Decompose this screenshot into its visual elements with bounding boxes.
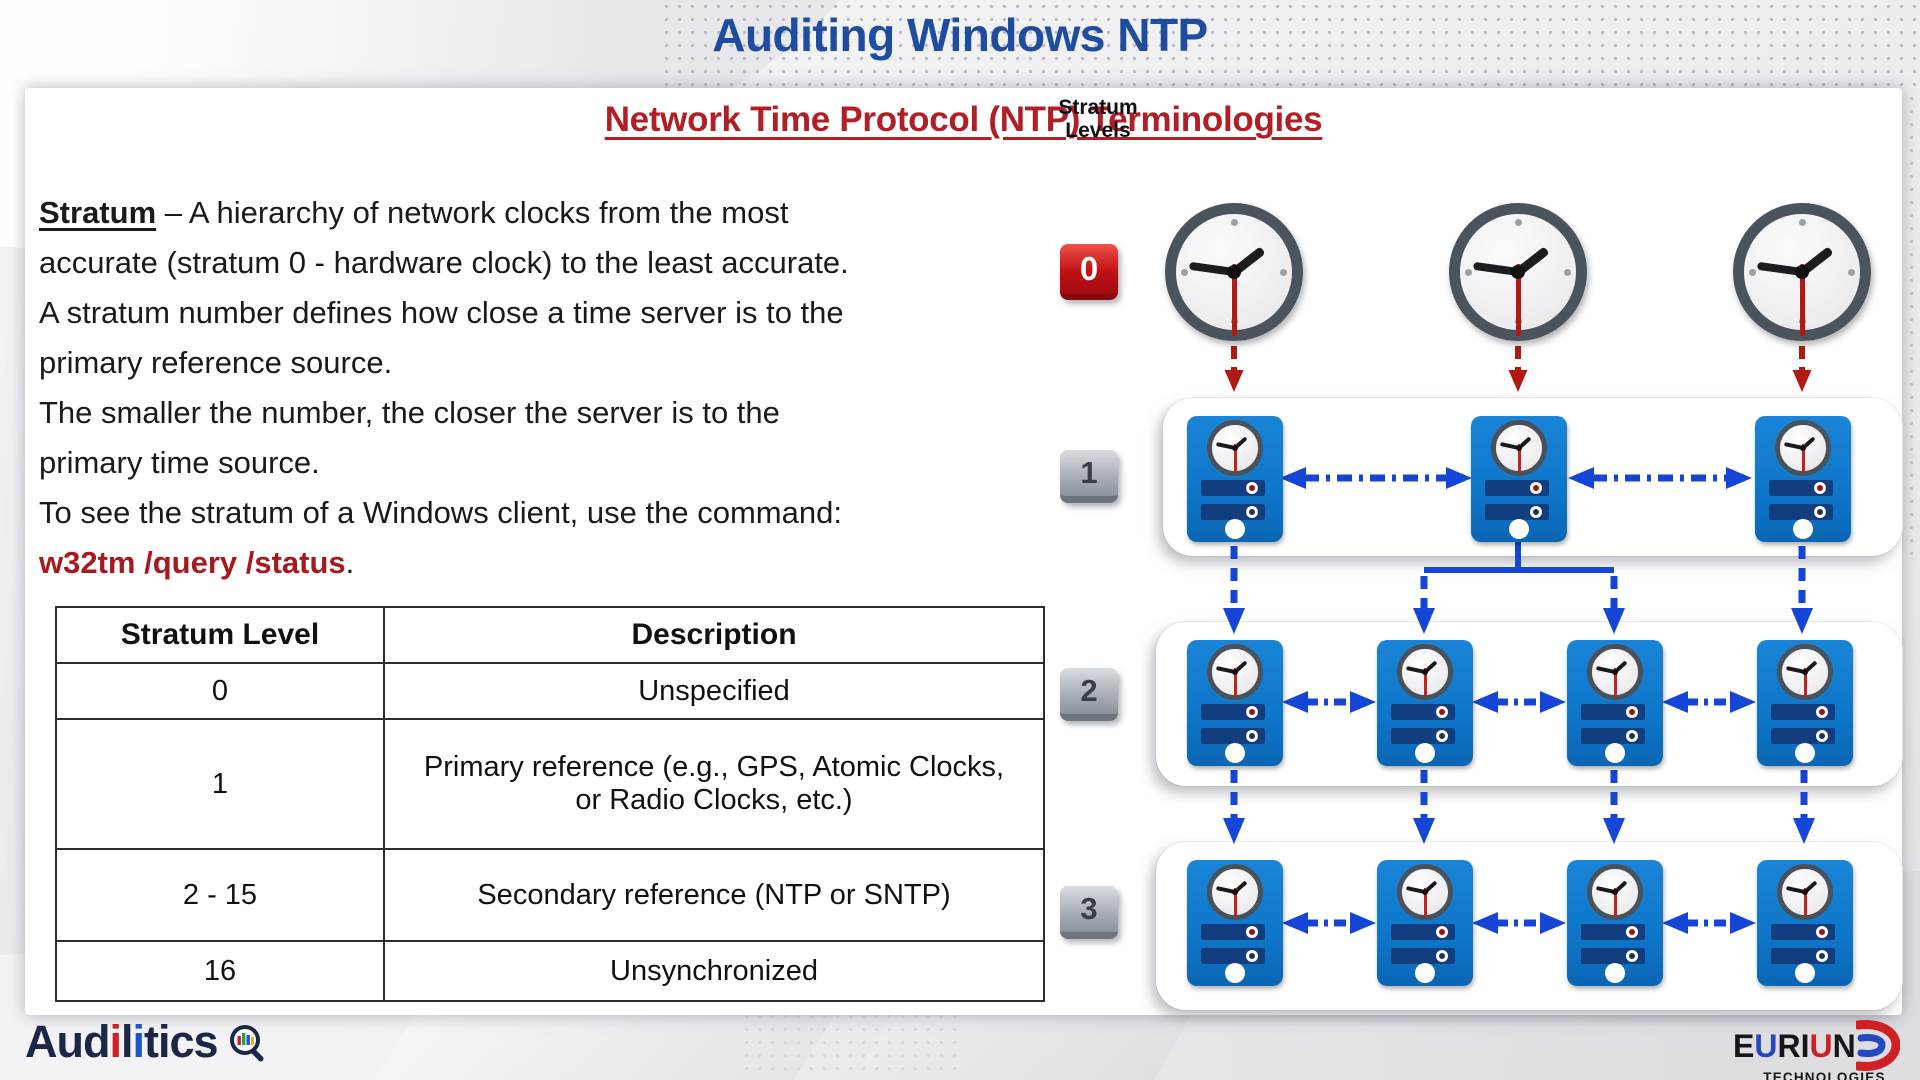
intro-line: To see the stratum of a Windows client, … (39, 495, 842, 530)
intro-line: Stratum – A hierarchy of network clocks … (39, 195, 789, 230)
slide-title: Auditing Windows NTP (712, 9, 1208, 61)
intro-line: primary reference source. (39, 345, 393, 380)
dot-pattern (660, 0, 1920, 92)
description-cell: Primary reference (e.g., GPS, Atomic Clo… (383, 718, 1045, 850)
ntp-server-icon (1755, 416, 1851, 542)
intro-line: A stratum number defines how close a tim… (39, 295, 844, 330)
stratum-level-cell: 2 - 15 (55, 848, 385, 942)
column-header-description: Description (383, 606, 1045, 664)
table-row: 2 - 15 Secondary reference (NTP or SNTP) (55, 848, 1045, 942)
section-heading: Network Time Protocol (NTP) Terminologie… (604, 100, 1323, 139)
intro-line: primary time source. (39, 445, 320, 480)
stratum-badge-1: 1 (1060, 450, 1118, 503)
table-row: 0 Unspecified (55, 662, 1045, 720)
description-cell: Secondary reference (NTP or SNTP) (383, 848, 1045, 942)
ntp-server-icon (1187, 640, 1283, 766)
intro-paragraph: Stratum – A hierarchy of network clocks … (39, 188, 1059, 588)
table-header-row: Stratum Level Description (55, 606, 1045, 664)
ntp-server-icon (1471, 416, 1567, 542)
table-row: 1 Primary reference (e.g., GPS, Atomic C… (55, 718, 1045, 850)
ntp-server-icon (1567, 640, 1663, 766)
ntp-server-icon (1187, 860, 1283, 986)
stratum-term: Stratum (39, 195, 157, 230)
stratum-levels-label: Stratum Levels (1058, 96, 1138, 142)
reference-clock-icon (1733, 203, 1871, 341)
stratum-badge-3: 3 (1060, 886, 1118, 939)
ntp-server-icon (1567, 860, 1663, 986)
column-header-stratum-level: Stratum Level (55, 606, 385, 664)
reference-clock-icon (1165, 203, 1303, 341)
ntp-server-icon (1377, 860, 1473, 986)
description-cell: Unspecified (383, 662, 1045, 720)
intro-line: accurate (stratum 0 - hardware clock) to… (39, 245, 849, 280)
stratum-level-cell: 1 (55, 718, 385, 850)
euriun-tagline: TECHNOLOGIES (1763, 1070, 1886, 1080)
stratum-level-cell: 0 (55, 662, 385, 720)
stratum-level-cell: 16 (55, 940, 385, 1002)
stratum-badge-2: 2 (1060, 668, 1118, 721)
ntp-server-icon (1377, 640, 1473, 766)
euriun-swoosh-icon (1855, 1020, 1900, 1071)
table-row: 16 Unsynchronized (55, 940, 1045, 1002)
w32tm-command: w32tm /query /status (39, 545, 346, 580)
description-cell: Unsynchronized (383, 940, 1045, 1002)
ntp-server-icon (1757, 860, 1853, 986)
magnifier-chart-icon (229, 1025, 264, 1062)
stratum-badge-0: 0 (1060, 244, 1118, 300)
dot-pattern (740, 1010, 960, 1080)
ntp-server-icon (1757, 640, 1853, 766)
intro-line: The smaller the number, the closer the s… (39, 395, 780, 430)
ntp-server-icon (1187, 416, 1283, 542)
intro-line: w32tm /query /status. (39, 545, 355, 580)
stratum-table: Stratum Level Description 0 Unspecified … (55, 606, 1045, 1002)
reference-clock-icon (1449, 203, 1587, 341)
euriun-logo: EURIUN TECHNOLOGIES (1733, 1020, 1900, 1080)
